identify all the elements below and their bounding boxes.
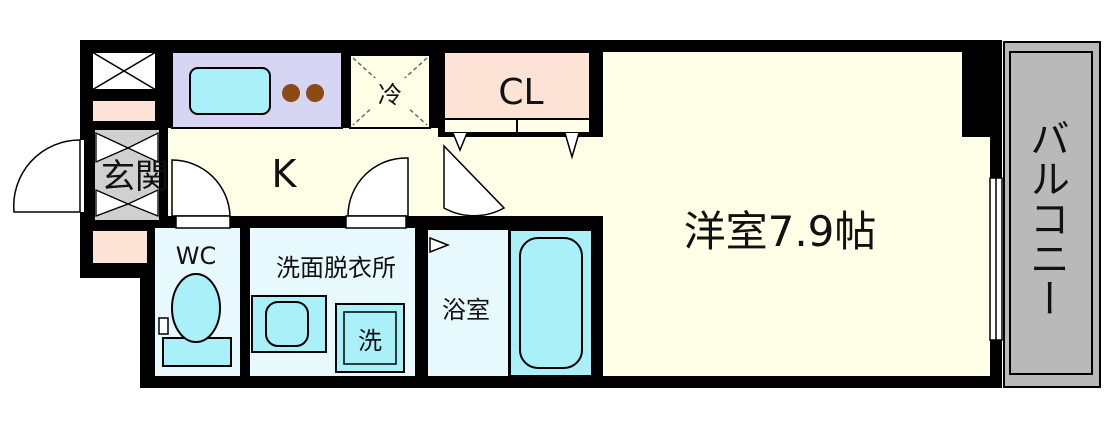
kitchen-door-swing-left: [171, 159, 231, 217]
sink: [189, 67, 271, 115]
stove-burner-right: [306, 84, 324, 102]
toilet-paper: [158, 317, 169, 335]
western-room-floor-right: [962, 137, 990, 376]
genkan-door-inner-right: [126, 131, 159, 164]
genkan-door-inner-left-b: [95, 189, 130, 217]
bath-label: 浴室: [442, 296, 490, 324]
storage-cross-2: [91, 51, 157, 91]
kitchen-label: K: [272, 152, 298, 196]
balcony-area: [1003, 41, 1101, 388]
kitchen-door-swing-right: [347, 157, 409, 217]
shoe-shelf-bottom: [91, 229, 149, 265]
genkan-label: 玄関: [101, 157, 169, 197]
corridor-door-swing: [443, 144, 506, 217]
washer-pan-inner: [343, 311, 397, 365]
genkan-door-inner-right-b: [126, 188, 159, 217]
toilet-bowl: [171, 273, 221, 343]
closet-door-left-swing: [452, 132, 468, 152]
entrance-gap: [78, 140, 84, 212]
wc-door-threshold: [175, 215, 231, 229]
washer-label: 洗: [358, 327, 382, 355]
bath-floor: [428, 230, 508, 376]
dressing-door-threshold: [345, 215, 407, 229]
fridge-label-bg: [372, 78, 408, 108]
fridge-label: 冷: [378, 81, 402, 109]
shoe-shelf-top: [91, 99, 157, 123]
western-room-floor: [603, 52, 962, 376]
western-room-label: 洋室7.9帖: [684, 207, 877, 256]
bath-door-marker: [429, 236, 451, 254]
stove-burner-left: [282, 84, 300, 102]
bathtub-basin: [519, 237, 583, 369]
genkan-door-inner-left: [95, 131, 130, 163]
entrance-door-swing: [12, 139, 81, 213]
balcony-label: バルコニー: [1023, 118, 1069, 318]
balcony-inner-frame: [1009, 51, 1093, 375]
wc-label: WC: [176, 242, 217, 270]
vanity-basin: [265, 301, 309, 347]
closet-door-right-swing: [564, 132, 580, 160]
dressing-label: 洗面脱衣所: [276, 254, 396, 282]
western-room-floor-top: [962, 52, 990, 137]
closet-label: CL: [498, 72, 543, 113]
